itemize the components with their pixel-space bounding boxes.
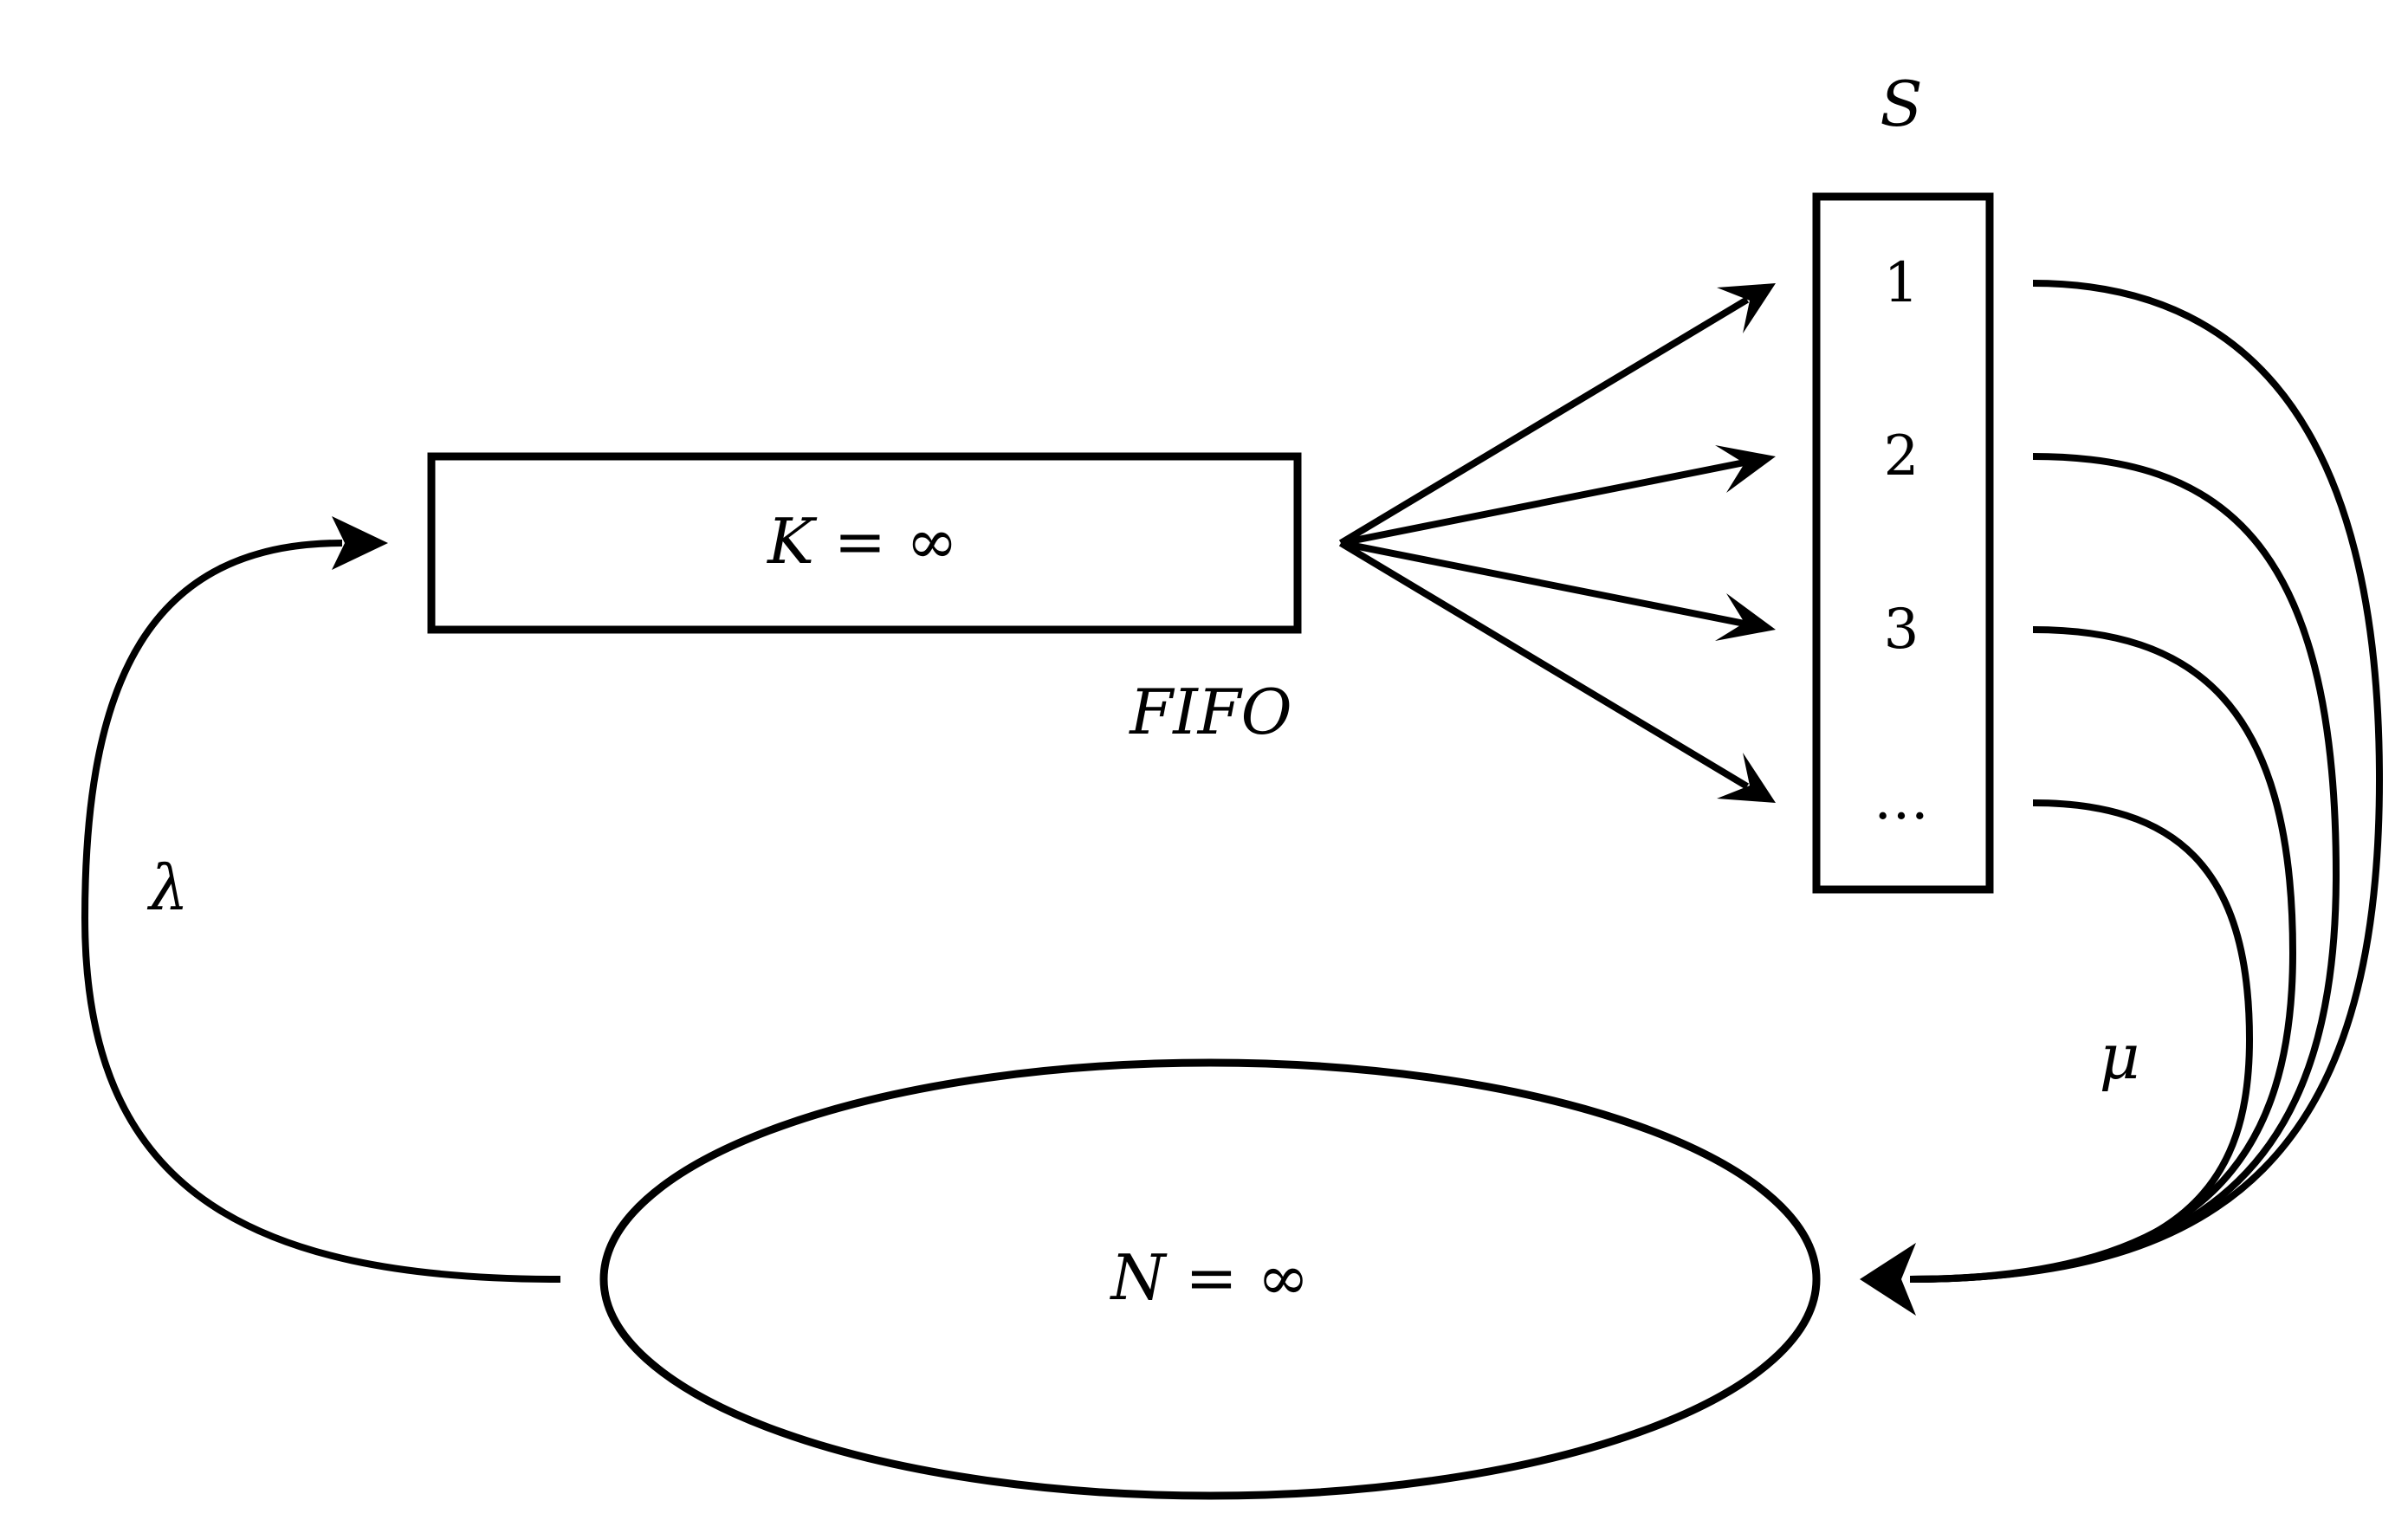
arrowhead [1715,593,1776,641]
queue-capacity-label: K = ∞ [766,505,958,578]
arrowhead [1717,283,1776,333]
arrowhead [332,516,388,570]
return-curve-1 [1909,280,2384,1283]
queue-box [427,452,1302,634]
arrowhead [1715,445,1776,493]
service-rate-label: μ [2100,1020,2140,1093]
population-label: N = ∞ [1109,1241,1309,1314]
queue-discipline-label: FIFO [1128,676,1291,748]
dispatch-arrows [1338,283,1776,803]
arrival-path [81,540,561,1283]
server-slot-ellipsis: … [1874,768,1929,832]
servers-box [1812,192,1994,894]
servers-label: S [1880,68,1922,140]
server-slot-2: 2 [1884,424,1919,488]
population-ellipse [599,1058,1821,1500]
dispatch-arrow-3 [1340,540,1745,627]
arrowhead [1717,753,1776,803]
dispatch-arrow-4 [1338,540,1750,790]
arrival-rate-label: λ [146,851,189,924]
server-slot-1: 1 [1884,251,1919,315]
arrival-curve [81,516,561,1283]
arrowhead [1860,1243,1916,1316]
return-curve-4 [1909,799,2254,1283]
server-slot-3: 3 [1884,598,1919,662]
dispatch-arrow-1 [1338,296,1750,547]
dispatch-arrow-2 [1340,459,1745,547]
service-return-curves [1860,280,2384,1316]
